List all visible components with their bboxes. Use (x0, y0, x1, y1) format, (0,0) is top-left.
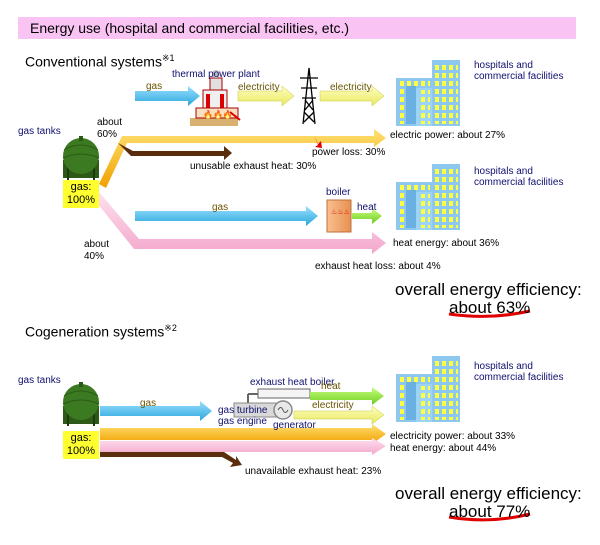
boiler-icon: ♨♨♨ (326, 199, 352, 233)
boiler-label: boiler (326, 187, 351, 198)
cogen-electricity-label: electricity (312, 400, 354, 411)
building-icon-3 (396, 356, 460, 422)
power-loss-label: power loss: 30% (312, 147, 386, 158)
cogen-electricity-output-arrow (100, 424, 386, 444)
cogen-electricity-arrow (293, 405, 385, 425)
power-loss-arrow (314, 136, 322, 148)
gas-arrow-1 (135, 86, 200, 106)
cogeneration-heading: Cogeneration systems※2 (25, 323, 177, 340)
electric-path-arrow (99, 129, 386, 188)
cogen-exhaust-arrow (100, 452, 242, 467)
heat-energy-label: heat energy: about 36% (393, 238, 500, 249)
efficiency-underline-1 (448, 309, 531, 318)
gas-tank-icon (62, 136, 100, 180)
electric-power-label: electric power: about 27% (390, 130, 506, 141)
generator-label: generator (273, 420, 316, 431)
gas-engine-label: gas engine (218, 416, 267, 427)
svg-text:🔥🔥🔥: 🔥🔥🔥 (203, 109, 233, 119)
electricity-label-1: electricity (238, 82, 280, 93)
electricity-label-2: electricity (330, 82, 372, 93)
note-marker-1: ※1 (161, 53, 175, 63)
gas-tank-icon-2 (62, 382, 100, 426)
section-banner: Energy use (hospital and commercial faci… (18, 17, 576, 39)
gas-arrow-2 (135, 206, 318, 226)
tank-percent-badge: gas:100% (63, 180, 99, 208)
cogen-gas-arrow (100, 401, 212, 421)
unusable-exhaust-arrow (118, 143, 232, 160)
cogeneration-unit-icon (233, 388, 311, 420)
electricity-arrow-1 (237, 85, 295, 107)
note-marker-2: ※2 (164, 323, 177, 333)
unusable-heat-label: unusable exhaust heat: 30% (190, 161, 317, 172)
gas-tanks-label: gas tanks (18, 126, 61, 137)
efficiency-value-2: about 77% (449, 502, 531, 521)
building-icon-2 (396, 164, 460, 230)
cogen-heat-arrow (310, 387, 384, 405)
heat-label-1: heat (357, 202, 377, 213)
electricity-arrow-2 (319, 85, 385, 107)
conventional-heading: Conventional systems※1 (25, 53, 175, 70)
unavailable-heat-label: unavailable exhaust heat: 23% (245, 466, 382, 477)
transmission-tower-icon (300, 67, 318, 125)
gas-label-2: gas (212, 202, 229, 213)
electricity-power-label: electricity power: about 33% (390, 431, 516, 442)
gas-tanks-label-2: gas tanks (18, 375, 61, 386)
svg-text:♨♨♨: ♨♨♨ (331, 208, 350, 216)
efficiency-value-1: about 63% (449, 298, 531, 317)
tank-percent-badge-2: gas:100% (63, 431, 99, 459)
efficiency-label-1: overall energy efficiency: (395, 280, 582, 299)
cogen-heat-label: heat (321, 381, 341, 392)
gas-label-1: gas (146, 81, 163, 92)
heat-arrow-conventional (352, 208, 382, 224)
efficiency-label-2: overall energy efficiency: (395, 484, 582, 503)
cogen-gas-label: gas (140, 398, 157, 409)
heat-path-arrow (93, 192, 386, 254)
cogen-heat-energy-label: heat energy: about 44% (390, 443, 497, 454)
cogen-heat-output-arrow (100, 438, 386, 455)
building-icon-1 (396, 60, 460, 126)
gas-turbine-label: gas turbine (218, 405, 268, 416)
exhaust-loss-label: exhaust heat loss: about 4% (315, 261, 441, 272)
exhaust-boiler-label: exhaust heat boiler (250, 377, 335, 388)
thermal-power-plant-icon: 🔥🔥🔥 (190, 70, 241, 126)
efficiency-underline-2 (448, 512, 531, 522)
thermal-plant-label: thermal power plant (172, 69, 260, 80)
